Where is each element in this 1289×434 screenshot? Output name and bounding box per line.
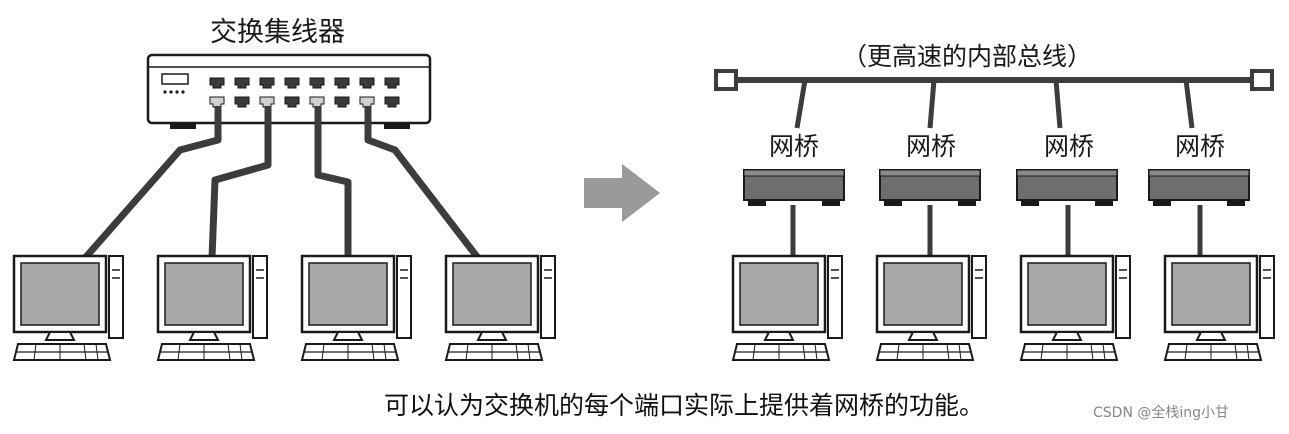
- bus-drops: [790, 79, 1203, 258]
- hub-port: [334, 77, 350, 89]
- hub-icon: [146, 53, 432, 129]
- hub-port: [209, 77, 225, 89]
- hub-title: 交换集线器: [210, 17, 345, 48]
- arrow-right-icon: [584, 164, 660, 222]
- computer-icon: [444, 254, 557, 362]
- hub-port: [234, 77, 250, 89]
- hub-cables: [82, 106, 481, 261]
- computer-icon: [12, 254, 125, 362]
- hub-port: [334, 96, 350, 108]
- bridge-icon: [743, 169, 845, 207]
- hub-port: [359, 77, 375, 89]
- caption: 可以认为交换机的每个端口实际上提供着网桥的功能。: [384, 391, 985, 420]
- watermark: CSDN @全栈ing小甘: [1093, 405, 1230, 421]
- bus-icon: [714, 69, 1274, 91]
- bridge-icon: [879, 169, 981, 207]
- bridge-icon: [1148, 169, 1250, 207]
- hub-port: [384, 96, 400, 108]
- hub-port: [259, 77, 275, 89]
- bridge-label: 网桥: [1175, 132, 1226, 161]
- computer-icon: [731, 254, 844, 362]
- hub-port: [234, 96, 250, 108]
- computer-icon: [300, 254, 413, 362]
- bridge-label: 网桥: [769, 132, 820, 161]
- bridge-label: 网桥: [1044, 132, 1095, 161]
- bridge-icon: [1016, 169, 1118, 207]
- computer-icon: [1163, 254, 1276, 362]
- computer-icon: [1019, 254, 1132, 362]
- hub-port: [384, 77, 400, 89]
- computer-icon: [875, 254, 988, 362]
- hub-port: [284, 77, 300, 89]
- computer-icon: [156, 254, 269, 362]
- hub-port: [309, 77, 325, 89]
- bus-title: （更高速的内部总线）: [842, 42, 1093, 71]
- hub-port: [284, 96, 300, 108]
- bridge-label: 网桥: [906, 132, 957, 161]
